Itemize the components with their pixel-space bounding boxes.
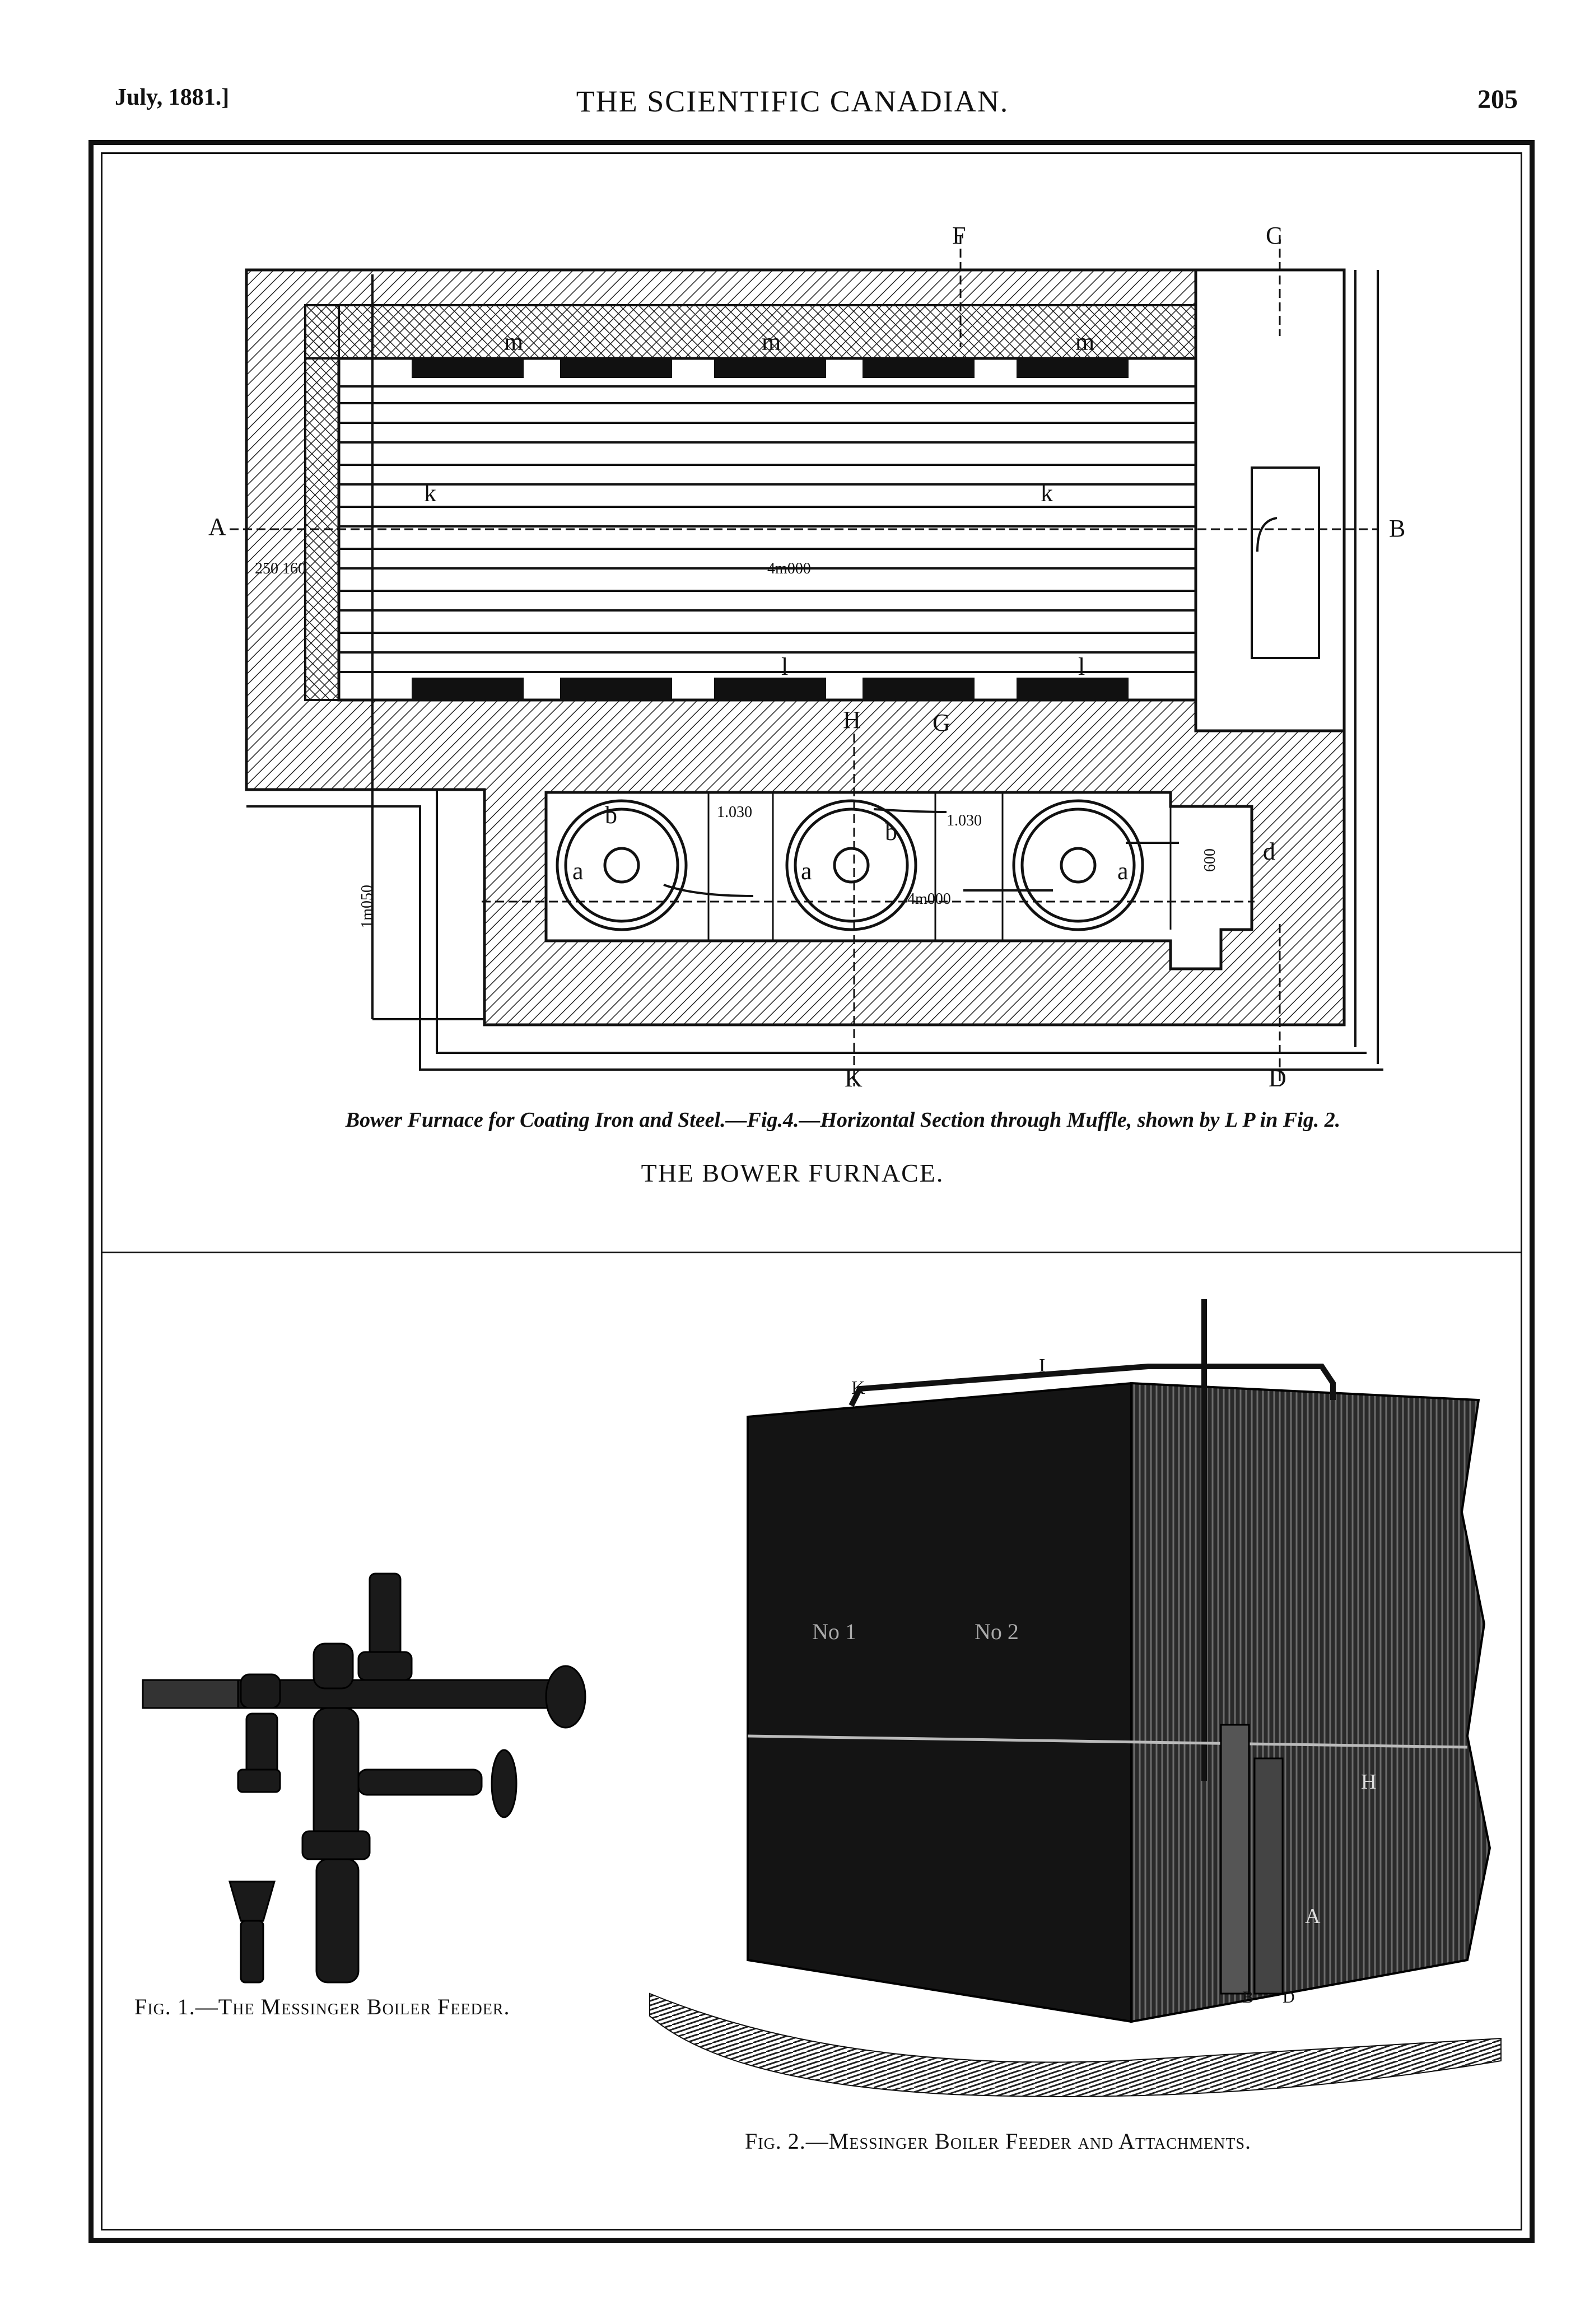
label-H: H	[843, 706, 861, 734]
label-k-1: k	[424, 479, 436, 507]
bower-furnace-drawing	[230, 235, 1383, 1086]
label-d: d	[1263, 838, 1275, 865]
pot-circles	[556, 799, 1144, 931]
boiler-label-I: I	[1039, 1355, 1046, 1376]
boiler-label-no1: No 1	[812, 1619, 856, 1644]
label-a-1: a	[572, 857, 584, 885]
label-l-2: l	[1078, 653, 1085, 680]
fig1-caption: Fig. 1.—The Messinger Boiler Feeder.	[134, 1994, 510, 2019]
label-b-2: b	[885, 818, 897, 846]
tube-rows	[339, 385, 1196, 673]
label-a-3: a	[1117, 857, 1129, 885]
label-m-2: m	[762, 328, 781, 356]
dim-1030-a: 1.030	[717, 804, 752, 821]
section-divider	[101, 1252, 1522, 1253]
boiler-label-no2: No 2	[975, 1619, 1019, 1644]
burner-blocks-top	[412, 358, 1129, 378]
dim-1030-b: 1.030	[947, 812, 982, 829]
floor-shading	[649, 1992, 1502, 2097]
header-title: THE SCIENTIFIC CANADIAN.	[576, 85, 1009, 118]
burner-blocks-bottom	[412, 678, 1129, 700]
label-k-2: k	[1041, 479, 1053, 507]
boiler-label-H: H	[1361, 1770, 1377, 1794]
dim-4000-upper: 4m000	[767, 560, 811, 577]
boiler-label-A: A	[1305, 1905, 1321, 1928]
dim-250-160: 250 160	[255, 560, 306, 577]
boiler-label-D: D	[1283, 1988, 1295, 2006]
dim-4000-lower: 4m000	[907, 890, 951, 908]
header-date: July, 1881.]	[115, 85, 230, 110]
label-A: A	[208, 513, 226, 540]
label-F: F	[952, 222, 966, 249]
boiler-front	[747, 1382, 1132, 2023]
label-B: B	[1389, 515, 1406, 542]
fig2-caption: Fig. 2.—Messinger Boiler Feeder and Atta…	[745, 2129, 1252, 2154]
label-G: G	[933, 709, 950, 736]
label-K: K	[845, 1065, 863, 1092]
bower-furnace-title: THE BOWER FURNACE.	[641, 1159, 944, 1187]
lower-muffle	[544, 791, 1253, 970]
label-b-1: b	[605, 801, 617, 829]
boiler-label-K: K	[851, 1378, 865, 1398]
label-l-1: l	[781, 653, 789, 680]
label-a-2: a	[801, 857, 812, 885]
label-m-3: m	[1075, 328, 1095, 356]
outer-frame	[88, 140, 1535, 2243]
fig4-caption: Bower Furnace for Coating Iron and Steel…	[345, 1108, 1341, 1132]
boiler-top-pipe	[849, 1364, 1336, 1407]
boiler-label-B: B	[1242, 1988, 1254, 2006]
label-m-1: m	[504, 328, 524, 356]
inner-frame	[101, 152, 1522, 2230]
page-number: 205	[1477, 85, 1518, 114]
label-D: D	[1269, 1065, 1286, 1092]
label-C: C	[1266, 222, 1283, 249]
